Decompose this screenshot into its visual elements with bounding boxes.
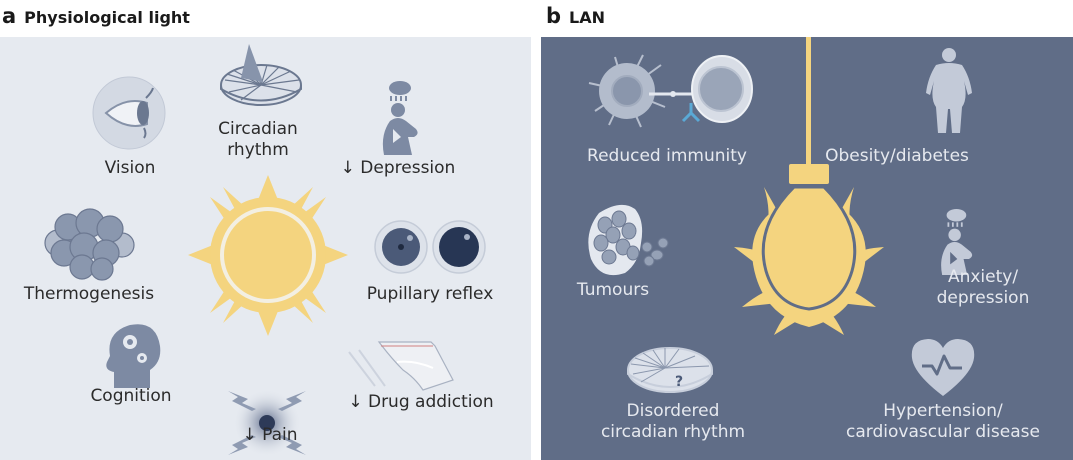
label-tumours: Tumours xyxy=(576,280,650,300)
eye-icon xyxy=(92,76,166,150)
obese-person-icon xyxy=(926,48,972,133)
panel-a-letter: a xyxy=(2,4,17,28)
panel-physiological-light: Vision Circadian rhythm ↓ Depression xyxy=(0,37,531,460)
label-vision: Vision xyxy=(104,158,156,178)
label-drug-addiction: ↓ Drug addiction xyxy=(348,392,494,412)
immune-cells-icon xyxy=(588,54,753,128)
label-pain: ↓ Pain xyxy=(242,425,298,445)
sad-person-rain-cloud-icon xyxy=(382,81,418,155)
label-reduced-immunity: Reduced immunity xyxy=(587,146,747,166)
label-cognition: Cognition xyxy=(90,386,172,406)
label-obesity-diabetes: Obesity/diabetes xyxy=(825,146,969,166)
panel-lan: Reduced immunity Obesity/diabetes xyxy=(541,37,1073,460)
head-gears-icon xyxy=(106,324,161,388)
label-disordered-circadian-rhythm: Disordered circadian rhythm xyxy=(600,401,746,442)
label-anxiety-depression: Anxiety/ depression xyxy=(936,267,1030,308)
panel-a-title: Physiological light xyxy=(24,8,190,27)
label-depression: ↓ Depression xyxy=(340,158,456,178)
sundial-icon xyxy=(220,44,302,106)
broken-sundial-icon: ? xyxy=(627,347,713,393)
svg-text:?: ? xyxy=(675,374,683,390)
panel-b-letter: b xyxy=(546,4,562,28)
label-hypertension-cardiovascular-disease: Hypertension/ cardiovascular disease xyxy=(846,401,1040,442)
heart-pulse-icon xyxy=(911,339,975,396)
panel-b-heading: b LAN xyxy=(546,4,605,28)
drug-bag-icon xyxy=(348,341,454,391)
label-circadian-rhythm: Circadian rhythm xyxy=(218,119,298,160)
fat-cells-icon xyxy=(44,208,135,281)
sad-person-rain-cloud-icon xyxy=(941,208,973,276)
pain-burst-icon xyxy=(228,389,306,457)
panel-a-heading: a Physiological light xyxy=(2,4,190,28)
sun-icon xyxy=(188,175,348,336)
pupils-icon xyxy=(374,220,486,274)
light-bulb-icon xyxy=(734,37,884,335)
tumour-cells-icon xyxy=(588,204,669,276)
label-thermogenesis: Thermogenesis xyxy=(23,284,155,304)
panel-b-title: LAN xyxy=(569,8,606,27)
label-pupillary-reflex: Pupillary reflex xyxy=(366,284,494,304)
